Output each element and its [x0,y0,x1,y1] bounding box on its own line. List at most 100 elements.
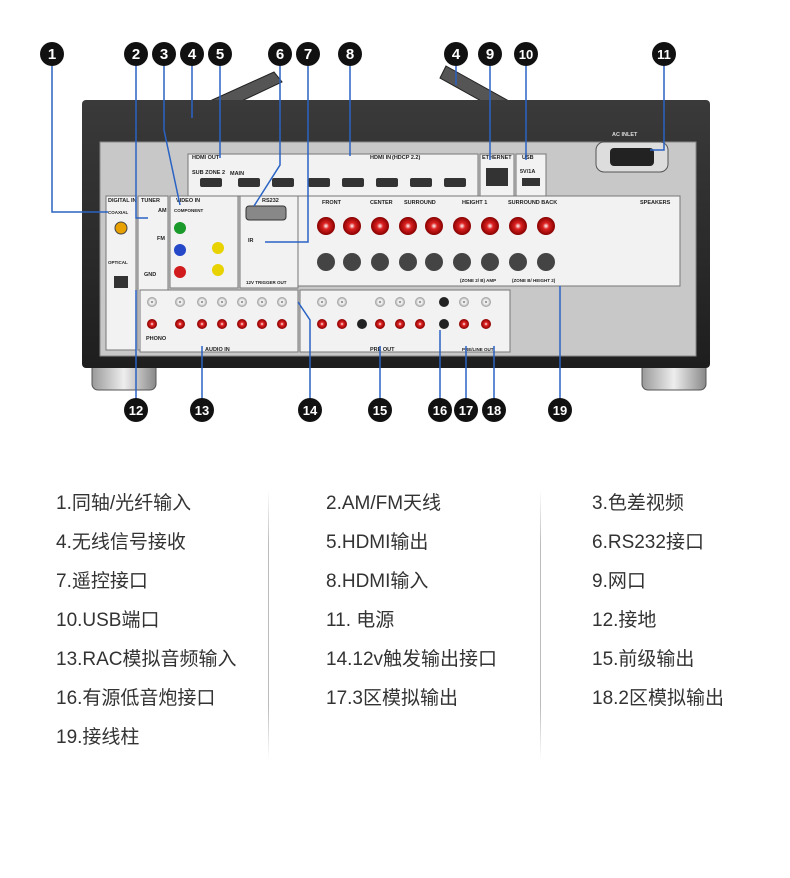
digital-in-label: DIGITAL IN [108,198,137,204]
sub-zone2-label: SUB ZONE 2 [192,170,225,176]
svg-text:12: 12 [129,403,143,418]
am-label: AM [158,208,167,214]
coaxial-jack [114,221,128,235]
audio-in-jacks [147,297,287,329]
svg-text:15: 15 [373,403,387,418]
hdmi-out-label: HDMI OUT [192,155,220,161]
legend-item: 5.HDMI输出 [326,532,429,553]
svg-text:11: 11 [657,47,671,62]
speakers-label: SPEAKERS [640,200,671,206]
legend-item: 19.接线柱 [56,727,140,748]
hdcp-label: (HDCP 2.2) [392,155,420,161]
legend-item: 3.色差视频 [592,493,684,514]
zone2-amp-label: (ZONE 2/ B) AMP [460,278,496,283]
ethernet-port [486,168,508,186]
receiver-rear-panel-diagram: HDMI OUT SUB ZONE 2 MAIN HDMI IN (HDCP 2… [40,42,710,422]
hdmi-in-label: HDMI IN [370,155,391,161]
main-arc-label: MAIN [230,171,244,177]
legend-item: 7.遥控接口 [56,571,148,592]
pre-out-label: PRE OUT [370,347,395,353]
pre-out-jacks [317,297,491,329]
svg-text:13: 13 [195,403,209,418]
callout-17: 17 [454,398,478,422]
speaker-terminals [317,217,555,271]
optical-jack [114,276,128,288]
legend-item: 1.同轴/光纤输入 [56,493,192,514]
callout-10: 10 [514,42,538,66]
component-label: COMPONENT [174,208,204,213]
svg-text:1: 1 [48,46,56,63]
legend-divider-1 [268,490,269,760]
usb-label: USB [522,155,534,161]
surround-label: SURROUND [404,200,436,206]
svg-text:3: 3 [160,46,168,63]
legend-item: 6.RS232接口 [592,532,704,553]
svg-text:4: 4 [188,46,197,63]
legend-item: 9.网口 [592,571,646,592]
legend-column-2: 2.AM/FM天线 5.HDMI输出 8.HDMI输入 11. 电源 14.12… [326,484,497,718]
audio-in-label: AUDIO IN [205,347,230,353]
callout-9: 9 [478,42,502,66]
fm-label: FM [157,236,165,242]
callout-16: 16 [428,398,452,422]
svg-text:5: 5 [216,46,224,63]
coaxial-label: COAXIAL [108,210,129,215]
callout-3: 3 [152,42,176,66]
legend-item: 17.3区模拟输出 [326,688,458,709]
video-in-label: VIDEO IN [176,198,200,204]
callout-2: 2 [124,42,148,66]
trigger-label: 12V TRIGGER OUT [246,280,287,285]
legend-item: 13.RAC模拟音频输入 [56,649,237,670]
callout-7: 7 [296,42,320,66]
svg-text:16: 16 [433,403,447,418]
callout-19: 19 [548,398,572,422]
legend-item: 10.USB端口 [56,610,160,631]
callout-8: 8 [338,42,362,66]
usb-port [522,178,540,186]
callout-6: 6 [268,42,292,66]
legend-column-1: 1.同轴/光纤输入 4.无线信号接收 7.遥控接口 10.USB端口 13.RA… [56,484,237,757]
optical-label: OPTICAL [108,260,128,265]
surround-back-label: SURROUND BACK [508,200,557,206]
legend-item: 18.2区模拟输出 [592,688,724,709]
callout-1: 1 [40,42,64,66]
hdmi-out-ports [200,178,260,187]
legend-item: 14.12v触发输出接口 [326,649,498,670]
gnd-label: GND [144,272,156,278]
svg-text:2: 2 [132,46,140,63]
ac-inlet-label: AC INLET [612,132,638,138]
legend-item: 4.无线信号接收 [56,532,186,553]
svg-text:8: 8 [346,46,354,63]
leader-lines [51,66,665,410]
phono-label: PHONO [146,336,167,342]
svg-text:7: 7 [304,46,312,63]
svg-text:18: 18 [487,403,501,418]
svg-text:14: 14 [303,403,318,418]
callout-13: 13 [190,398,214,422]
hdmi-in-ports [272,178,466,187]
center-label: CENTER [370,200,393,206]
legend-item: 11. 电源 [326,610,395,631]
rs232-port [245,205,287,221]
svg-text:4: 4 [452,46,461,63]
legend-item: 8.HDMI输入 [326,571,429,592]
svg-text:10: 10 [519,47,533,62]
callout-5: 5 [208,42,232,66]
callout-11: 11 [652,42,676,66]
legend: 1.同轴/光纤输入 4.无线信号接收 7.遥控接口 10.USB端口 13.RA… [0,470,790,770]
legend-item: 12.接地 [592,610,657,631]
ir-label: IR [248,238,254,244]
callout-4a: 4 [180,42,204,66]
legend-item: 15.前级输出 [592,649,695,670]
height1-label: HEIGHT 1 [462,200,487,206]
legend-divider-2 [540,490,541,760]
line-out-label: PRE/LINE OUT [462,347,494,352]
usb-sub-label: 5V/1A [520,169,535,175]
callout-18: 18 [482,398,506,422]
callout-14: 14 [298,398,322,422]
legend-item: 16.有源低音炮接口 [56,688,216,709]
callout-4b: 4 [444,42,468,66]
tuner-label: TUNER [141,198,160,204]
callout-15: 15 [368,398,392,422]
ethernet-label: ETHERNET [482,155,512,161]
